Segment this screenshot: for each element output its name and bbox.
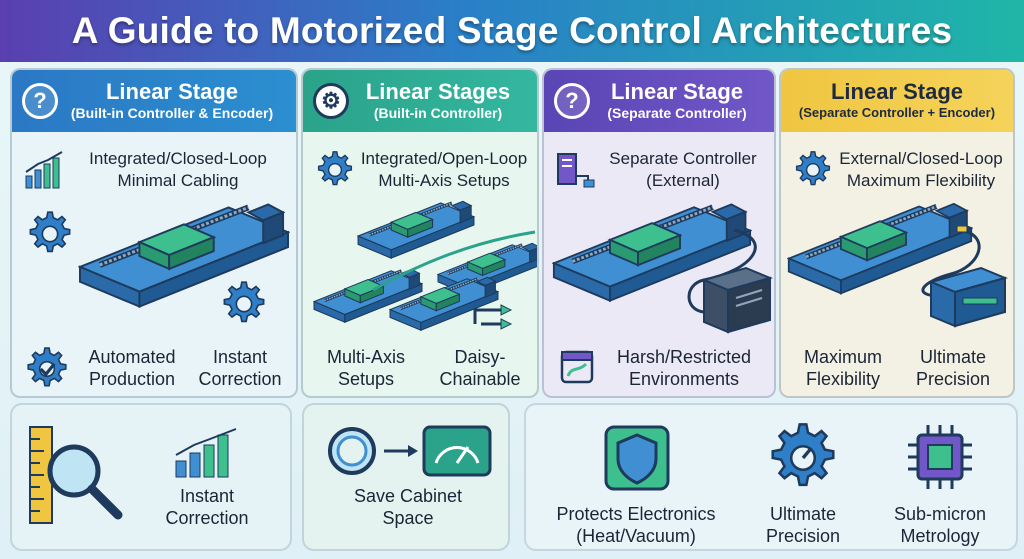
encoder-controller-illustration (921, 226, 1009, 328)
shield-icon (604, 425, 670, 491)
check-gear-icon (27, 347, 67, 387)
label-protects-electronics: Protects Electronics (Heat/Vacuum) (556, 504, 716, 546)
label-instant-correction: Instant Correction (165, 486, 249, 528)
bar-chart-icon (25, 151, 63, 189)
linear-stage-illustration (78, 200, 290, 312)
label-harsh-restricted-environments: Harsh/Restricted Environments (616, 347, 752, 389)
panel-instant-correction: Instant Correction (10, 403, 292, 551)
column-title: Linear Stages (365, 79, 511, 104)
column-header: Linear Stage (Separate Controller + Enco… (781, 70, 1013, 132)
gear-icon (29, 211, 71, 253)
column-title: Linear Stage (830, 79, 964, 104)
feature-line: Minimal Cabling (117, 171, 239, 190)
column-separate-controller-encoder: Linear Stage (Separate Controller + Enco… (779, 68, 1015, 398)
question-icon: ? (554, 83, 590, 119)
feature-row: Integrated/Open-Loop Multi-Axis Setups (313, 144, 531, 196)
feature-line: Maximum Flexibility (846, 171, 996, 190)
controller-box-icon (557, 153, 595, 188)
label-sub-micron-metrology: Sub-micron Metrology (893, 504, 987, 546)
page-title: A Guide to Motorized Stage Control Archi… (71, 10, 953, 51)
cabinet-to-gauge-icon (328, 425, 492, 477)
chip-icon (908, 425, 972, 489)
gauge-gear-icon (771, 423, 835, 487)
feature-line: (External) (646, 171, 720, 190)
gear-icon (317, 151, 353, 186)
feature-row: Separate Controller (External) (554, 144, 768, 196)
feature-row: External/Closed-Loop Maximum Flexibility (791, 144, 1007, 196)
column-title: Linear Stage (610, 79, 744, 104)
feature-row: Integrated/Closed-Loop Minimal Cabling (22, 144, 290, 196)
daisy-chain-cable (372, 230, 536, 292)
column-subtitle: (Separate Controller) (607, 105, 747, 121)
feature-line: Multi-Axis Setups (378, 171, 510, 190)
panel-benefits: Protects Electronics (Heat/Vacuum) Ultim… (524, 403, 1018, 551)
column-header: ? Linear Stage (Built-in Controller & En… (12, 70, 296, 132)
magnifier-ruler-icon (29, 426, 123, 524)
column-subtitle: (Separate Controller + Encoder) (798, 105, 996, 120)
gear-icon (795, 151, 831, 186)
panel-save-cabinet-space: Save Cabinet Space (302, 403, 510, 551)
column-title: Linear Stage (105, 79, 239, 104)
label-instant-correction: Instant Correction (198, 347, 282, 389)
gear-icon: ⚙ (313, 83, 349, 119)
separate-controller-illustration (687, 228, 774, 334)
column-separate-controller: ? Linear Stage (Separate Controller) Sep… (542, 68, 776, 398)
column-builtin-controller: ⚙ Linear Stages (Built-in Controller) In… (301, 68, 539, 398)
label-ultimate-precision: Ultimate Precision (765, 504, 841, 546)
label-multi-axis-setups: Multi-Axis Setups (326, 347, 405, 389)
bar-chart-icon (175, 428, 237, 478)
label-automated-production: Automated Production (88, 347, 176, 389)
column-subtitle: (Built-in Controller) (373, 105, 503, 121)
column-subtitle: (Built-in Controller & Encoder) (70, 105, 274, 121)
feature-line: Integrated/Closed-Loop (89, 149, 267, 168)
label-save-cabinet-space: Save Cabinet Space (353, 486, 463, 528)
label-maximum-flexibility: Maximum Flexibility (803, 347, 882, 389)
feature-line: External/Closed-Loop (839, 149, 1003, 168)
daisy-chain-icon (473, 304, 513, 330)
label-daisy-chainable: Daisy- Chainable (439, 347, 521, 389)
environment-chamber-icon (560, 350, 594, 384)
column-header: ? Linear Stage (Separate Controller) (544, 70, 774, 132)
column-builtin-controller-encoder: ? Linear Stage (Built-in Controller & En… (10, 68, 298, 398)
column-header: ⚙ Linear Stages (Built-in Controller) (303, 70, 537, 132)
title-banner: A Guide to Motorized Stage Control Archi… (0, 0, 1024, 62)
question-icon: ? (22, 83, 58, 119)
feature-line: Integrated/Open-Loop (360, 149, 528, 168)
feature-line: Separate Controller (609, 149, 757, 168)
label-ultimate-precision: Ultimate Precision (915, 347, 991, 389)
